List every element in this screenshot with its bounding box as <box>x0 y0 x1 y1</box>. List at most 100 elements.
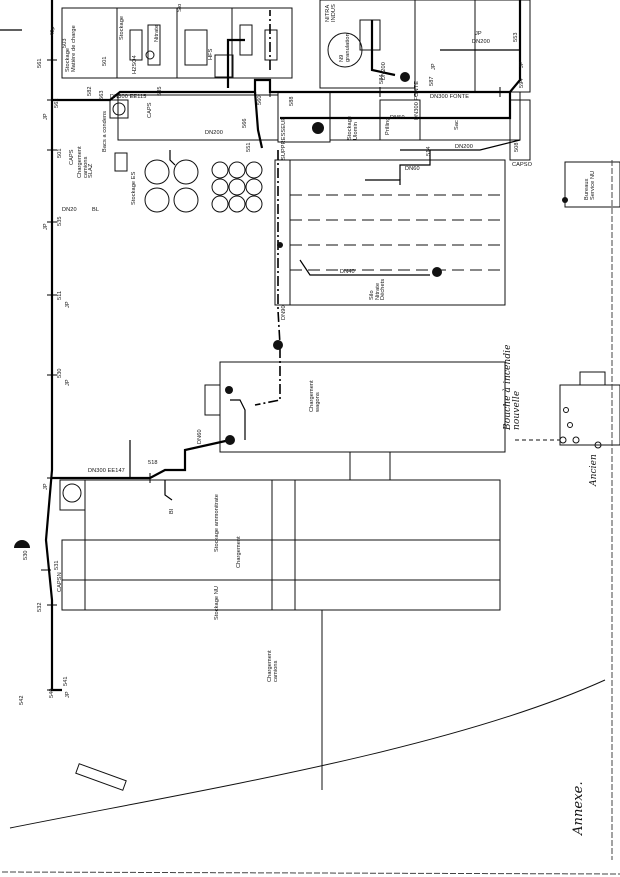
hydrant-number: 518 <box>148 460 158 466</box>
hydrant-number: 531 <box>54 560 60 570</box>
hydrant-number: 540 <box>49 688 55 698</box>
label-sio: Sio <box>177 3 183 12</box>
hydrant-number: 562 <box>54 98 60 108</box>
storage-tank <box>173 159 199 185</box>
wagon-loading-hall <box>219 361 506 453</box>
hydrant-number: 511 <box>57 290 63 300</box>
hydrant-number: 553 <box>513 32 519 42</box>
outbuilding <box>579 371 606 386</box>
building-outline <box>509 99 531 161</box>
hydrant-icon <box>567 422 573 428</box>
storage-tank <box>245 161 263 179</box>
building-outline <box>117 94 279 141</box>
pipe-label: DN300 EE147 <box>88 468 125 474</box>
pipe-label: DN300 FONTE <box>430 94 470 100</box>
storage-tank <box>228 178 246 196</box>
hydrant-number: 594 <box>519 78 525 88</box>
pipe-label: DN90 <box>281 305 287 320</box>
hydrant-number: 530 <box>57 368 63 378</box>
signature: Annexe. <box>571 781 586 835</box>
jp-marker: JP <box>431 63 437 70</box>
jp-marker: JP <box>475 31 482 37</box>
tank <box>147 24 161 66</box>
silo-hall <box>274 159 506 306</box>
hydrant-icon <box>273 340 283 350</box>
hydrant-number: 501 <box>102 56 108 66</box>
jp-marker: JP <box>43 113 49 120</box>
label-caps-right: CAPS <box>147 102 153 118</box>
hydrant-number: 41 <box>312 125 319 131</box>
hydrant-number: 584 <box>379 74 385 84</box>
storage-tank <box>144 159 170 185</box>
hydrant-icon <box>562 197 568 203</box>
prilling-tower <box>379 99 421 141</box>
storage-tank <box>211 178 229 196</box>
gate <box>75 763 127 791</box>
jp-marker: JP <box>519 61 525 68</box>
hydrant-number: 587 <box>429 76 435 86</box>
hydrant-number: 585 <box>157 86 163 96</box>
bi-marker: BI <box>169 508 175 515</box>
hydrant-number: 508 <box>514 142 520 152</box>
building-outline <box>414 0 476 93</box>
storage-tank <box>211 195 229 213</box>
jp-marker: JP <box>65 691 71 698</box>
hydrant-icon <box>572 436 580 444</box>
hydrant-icon <box>400 72 410 82</box>
pipe-label: DN200 <box>472 39 490 45</box>
hydrant-icon <box>312 122 324 134</box>
pipe-label: DN200 <box>455 144 473 150</box>
hydrant-number: 532 <box>37 602 43 612</box>
hydrant-icon <box>432 267 442 277</box>
hydrant-number: 561 <box>37 58 43 68</box>
tank <box>184 29 208 66</box>
office-building <box>564 161 620 208</box>
hydrant-icon <box>277 242 283 248</box>
building-outline <box>231 7 293 79</box>
tank <box>129 29 143 61</box>
storage-tank <box>245 195 263 213</box>
label-stockage-top: Stockage <box>119 15 125 40</box>
pipe-label: DN40 <box>340 269 355 275</box>
pipe-label: DN60 <box>197 429 203 444</box>
tank <box>264 29 278 61</box>
label-suppresseur: SUPPRESSEUR <box>281 116 287 160</box>
hydrant-number: 535 <box>57 216 63 226</box>
basin <box>59 479 86 511</box>
hydrant-number: 49p <box>50 26 56 36</box>
basin <box>112 102 126 116</box>
hydrant-number: 530 <box>23 550 29 560</box>
secondary-network <box>254 10 281 406</box>
pipe-label: DN300 FONTE <box>414 80 420 120</box>
label-stockage-nu: Stockage NU <box>214 585 220 620</box>
pipe-label: DN20 <box>62 207 77 213</box>
label-capsn: CAPSN <box>57 572 63 592</box>
storage-tank <box>245 178 263 196</box>
basin <box>62 483 82 503</box>
hydrant-number: 582 <box>87 86 93 96</box>
label-hfs: HFS <box>208 48 214 61</box>
label-chargement-mid: Chargement <box>236 536 242 568</box>
label-sac: Sac <box>454 120 460 130</box>
tank <box>214 54 234 78</box>
label-h2so4: H2SO4 <box>132 55 138 74</box>
pipe-label: DN60 <box>405 166 420 172</box>
label-stockage-es: Stockage ES <box>131 171 137 205</box>
hydrant-icon <box>225 386 233 394</box>
jp-marker: JP <box>65 301 71 308</box>
storage-hall <box>84 479 501 611</box>
hydrant-icon <box>559 436 567 444</box>
label-nitrate: Nitrate <box>154 24 160 42</box>
equipment <box>204 384 221 416</box>
hydrant-number: 501 <box>57 148 63 158</box>
equipment <box>114 152 128 172</box>
